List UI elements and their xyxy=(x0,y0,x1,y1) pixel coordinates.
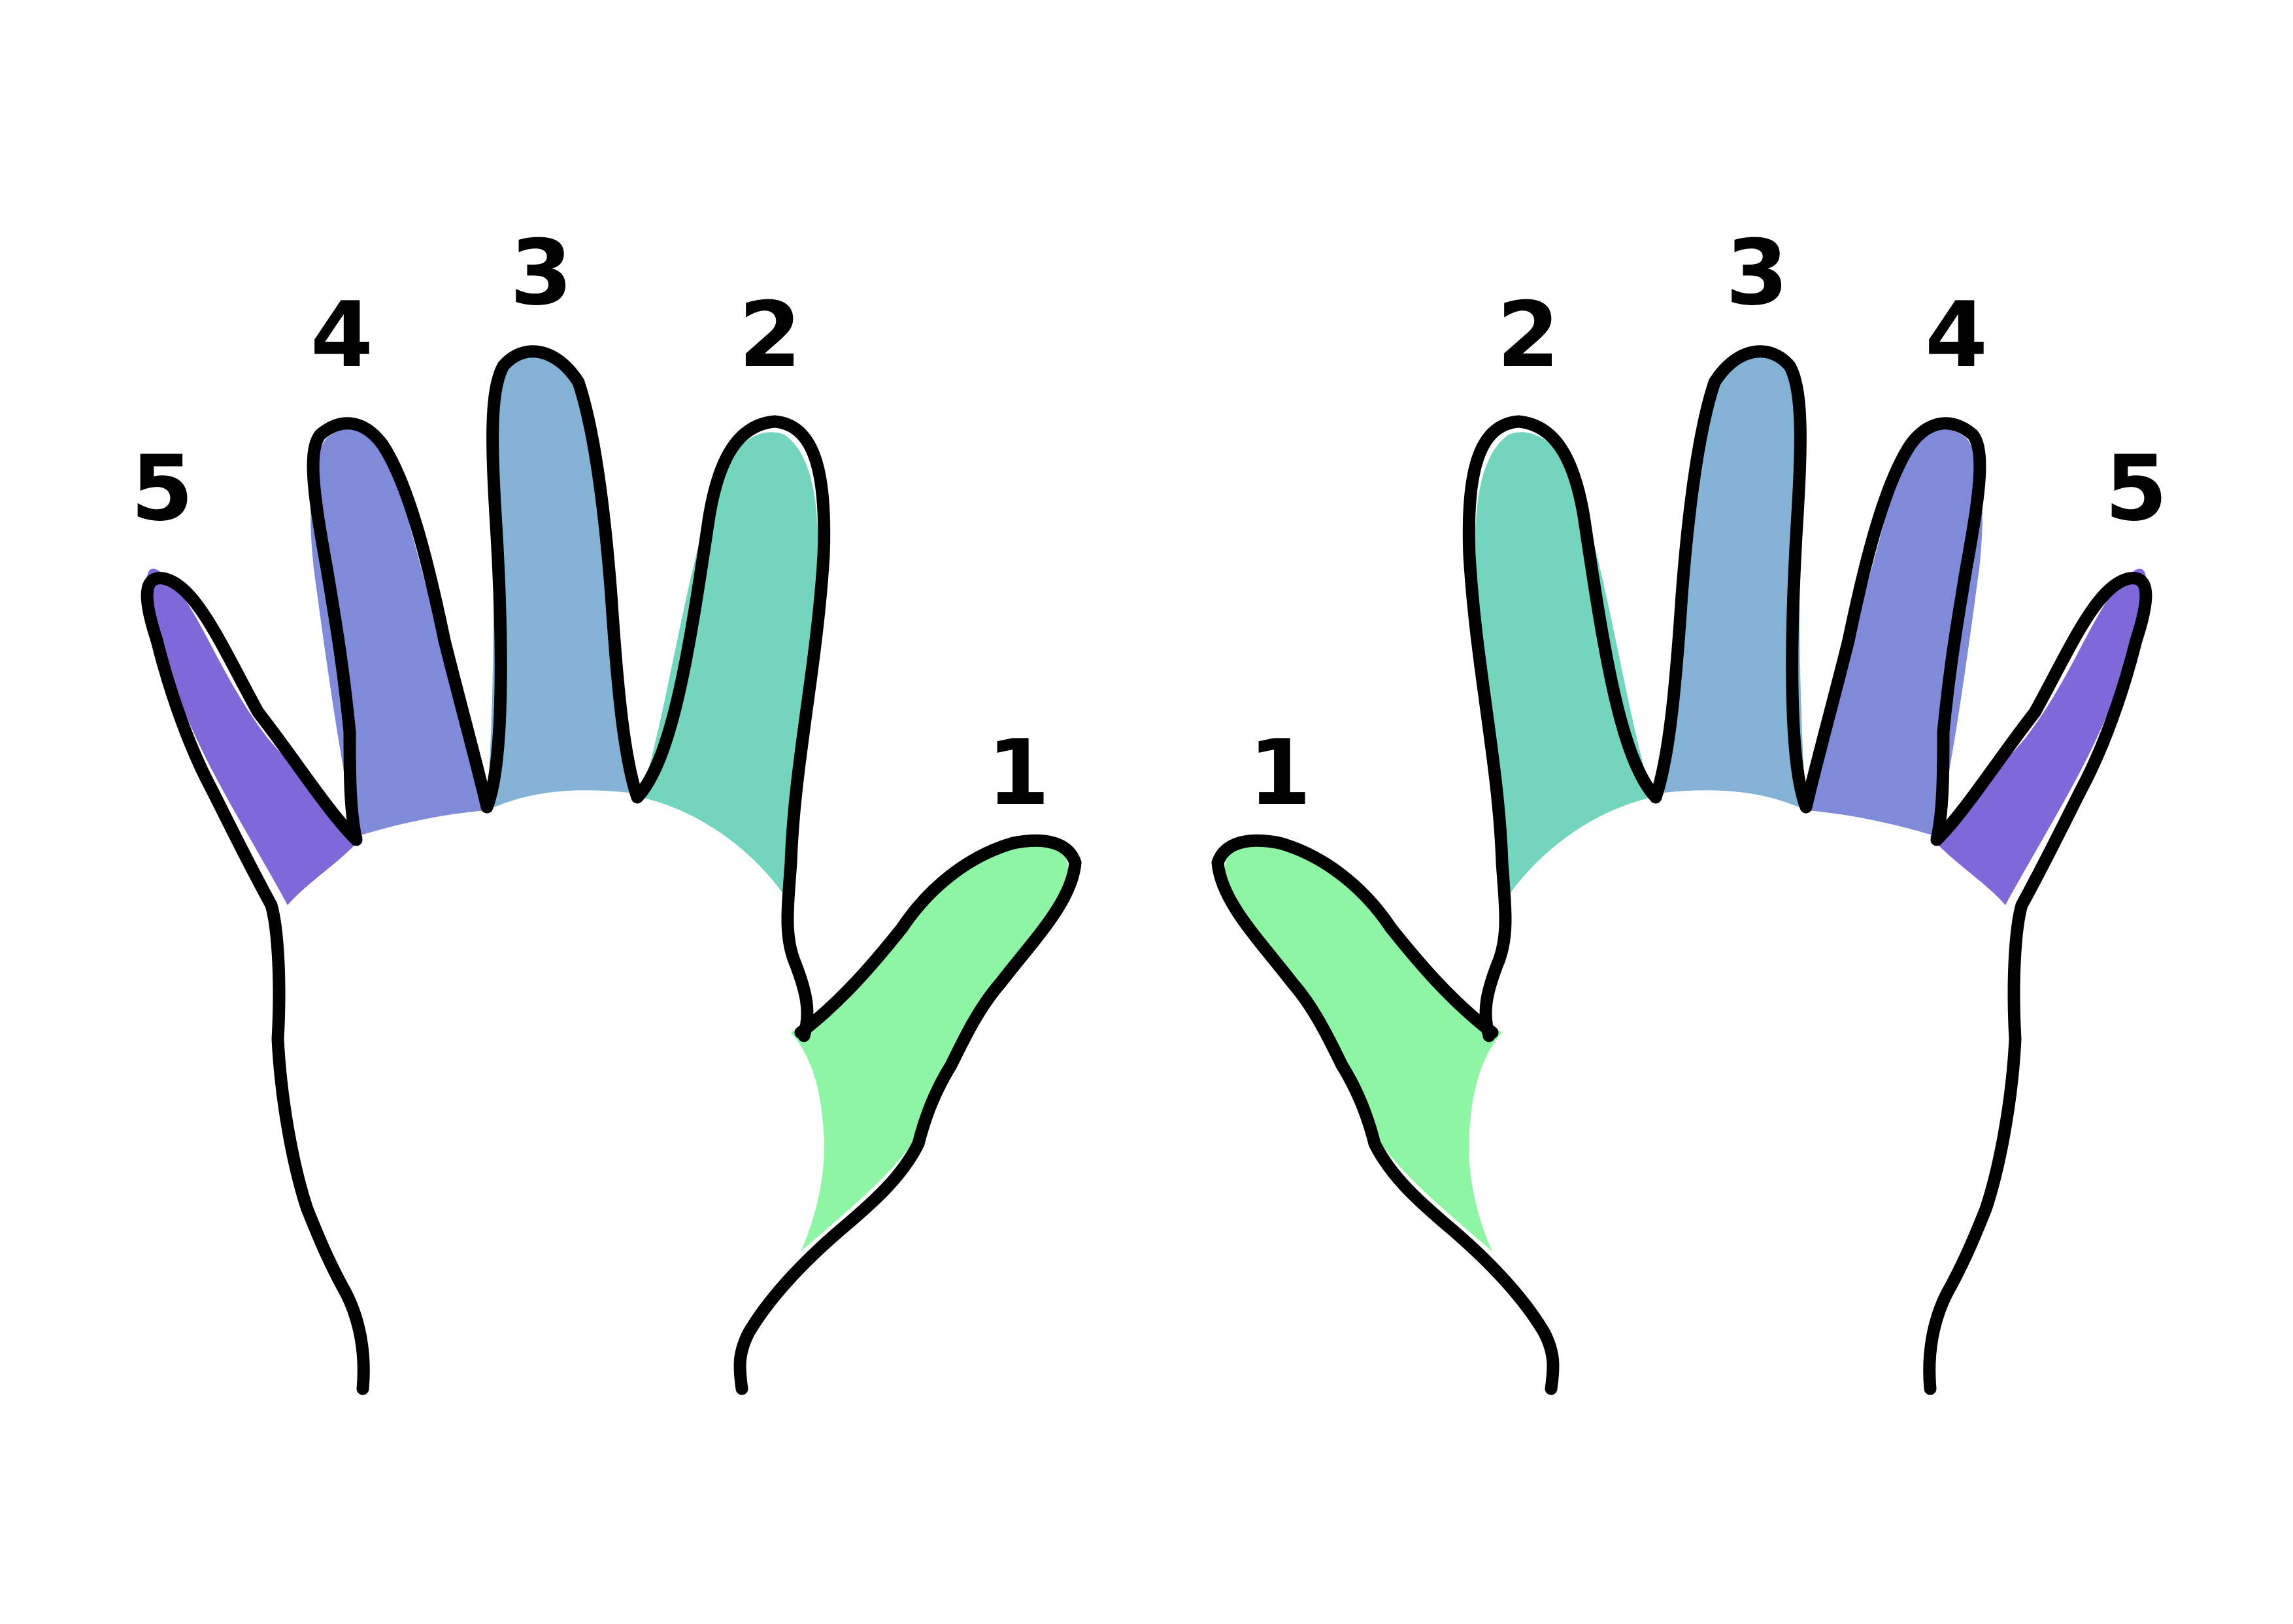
left-pinky-label: 5 xyxy=(131,436,193,541)
left-index-label: 2 xyxy=(739,282,801,388)
right-index-label: 2 xyxy=(1497,282,1560,388)
right-hand-labels: 5 4 3 2 1 xyxy=(1248,220,2167,825)
right-pinky-label: 5 xyxy=(2105,436,2167,541)
left-middle-label: 3 xyxy=(510,220,573,325)
left-pinky-fill xyxy=(146,569,363,905)
right-hand xyxy=(1211,345,2152,1395)
right-index-fill xyxy=(1475,432,1652,895)
left-ring-label: 4 xyxy=(310,282,373,388)
right-middle-fill xyxy=(1652,355,1806,810)
right-hand-outline xyxy=(1211,345,2152,1395)
right-ring-label: 4 xyxy=(1925,282,1988,388)
left-hand-outline xyxy=(141,345,1082,1395)
right-thumb-label: 1 xyxy=(1248,720,1311,825)
right-pinky-fill xyxy=(1930,569,2147,905)
left-index-fill xyxy=(641,432,818,895)
right-middle-label: 3 xyxy=(1726,220,1788,325)
left-middle-fill xyxy=(487,355,641,810)
right-thumb-fill xyxy=(1224,842,1502,1251)
left-thumb-label: 1 xyxy=(987,720,1050,825)
left-thumb-fill xyxy=(791,842,1069,1251)
left-hand: 5 4 3 2 1 xyxy=(131,220,1082,1395)
